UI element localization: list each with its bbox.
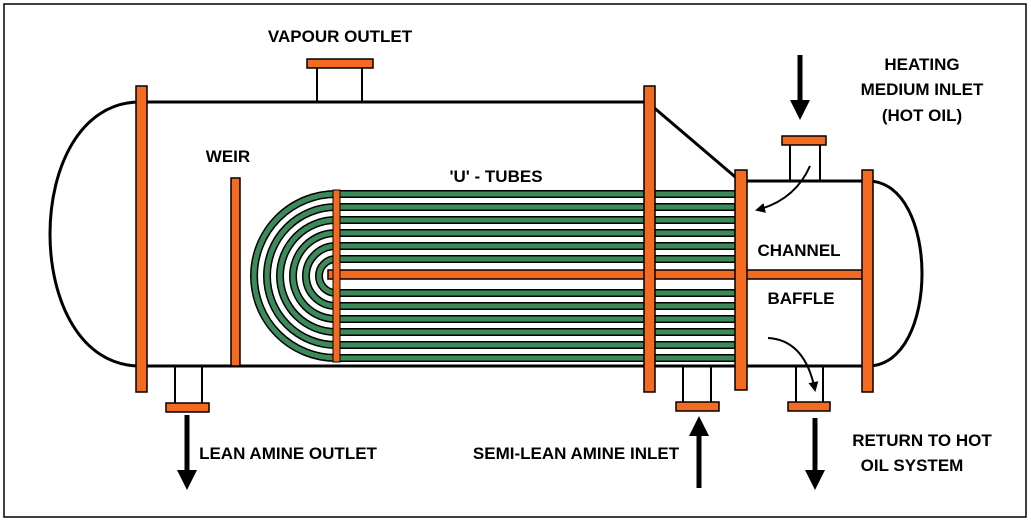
diagram-frame — [3, 3, 1027, 518]
vapour-outlet-nozzle — [306, 58, 374, 102]
hot-oil-return-arrow — [805, 418, 825, 490]
baffle-label: BAFFLE — [767, 289, 834, 308]
semi-lean-amine-inlet-label: SEMI-LEAN AMINE INLET — [473, 444, 680, 463]
semi-lean-amine-inlet-nozzle — [675, 366, 720, 412]
channel-inflow-arrow — [755, 165, 811, 213]
heating-inlet-arrow — [790, 55, 810, 120]
channel-head-flange — [861, 169, 874, 393]
channel-label: CHANNEL — [757, 241, 840, 260]
semi-lean-amine-inlet-arrow — [689, 416, 709, 488]
lean-amine-outlet-arrow — [177, 415, 197, 490]
kettle-shell — [48, 100, 924, 368]
vapour-outlet-label: VAPOUR OUTLET — [268, 27, 413, 46]
heating-medium-label-line2: MEDIUM INLET — [861, 80, 984, 99]
lean-amine-outlet-label: LEAN AMINE OUTLET — [199, 444, 377, 463]
shell-flange — [643, 85, 656, 393]
weir-label: WEIR — [206, 147, 250, 166]
u-tubes-label: 'U' - TUBES — [449, 167, 542, 186]
lean-amine-outlet-nozzle — [165, 366, 210, 413]
channel-outflow-arrow — [767, 337, 819, 392]
channel-baffle — [327, 269, 865, 280]
weir-plate — [230, 177, 241, 367]
tubesheet-flange — [734, 169, 748, 391]
return-hot-oil-label-line1: RETURN TO HOT — [852, 431, 992, 450]
heating-medium-label-line3: (HOT OIL) — [882, 106, 962, 125]
heating-inlet-nozzle — [781, 135, 827, 181]
return-hot-oil-label-line2: OIL SYSTEM — [861, 456, 964, 475]
tube-support — [332, 189, 341, 363]
heating-medium-label-line1: HEATING — [884, 55, 959, 74]
shell-head-flange — [135, 85, 148, 393]
hot-oil-return-nozzle — [787, 366, 831, 412]
